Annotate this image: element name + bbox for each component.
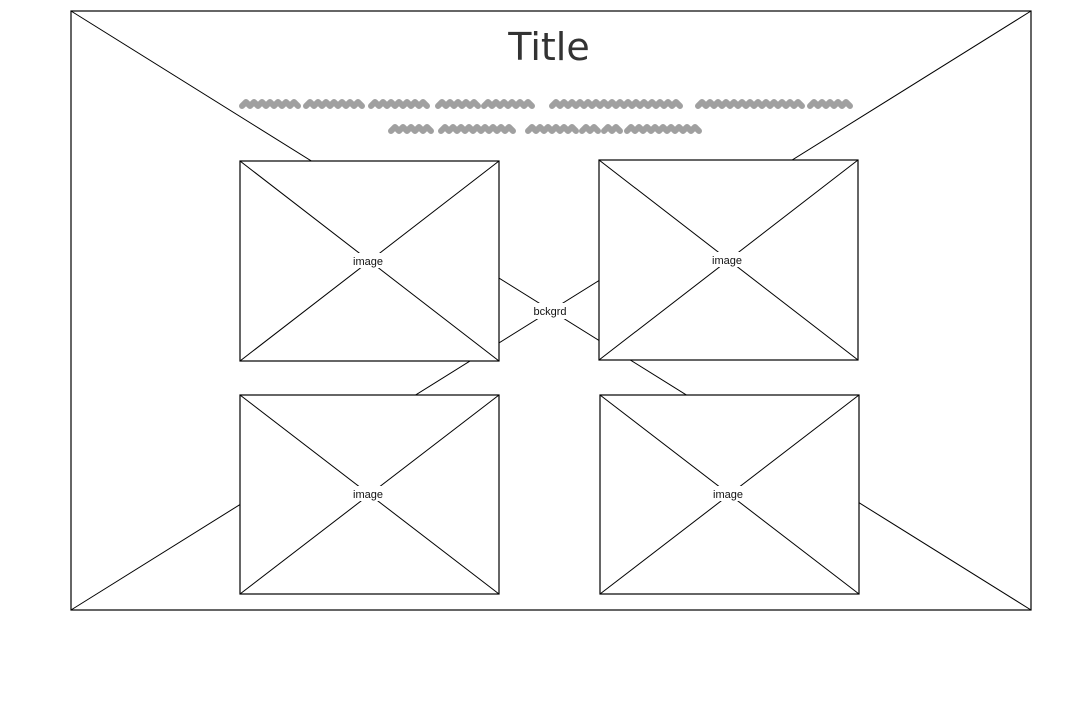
image-label: image [713,489,743,501]
background-frame [70,10,1032,611]
placeholder-paragraph [239,99,853,134]
image-placeholder-2: image [598,159,859,361]
image-label: image [712,255,742,267]
background-label: bckgrd [533,306,566,318]
image-placeholder-4: image [599,394,860,595]
image-label: image [353,256,383,268]
placeholder-line-2 [388,124,702,134]
image-frame [598,159,859,361]
image-placeholder-1: image [239,160,500,362]
image-frame [599,394,860,595]
background-label-group: bckgrd [527,303,573,319]
placeholder-line-1 [239,99,853,109]
image-label: image [353,489,383,501]
page-title: Title [507,25,589,69]
image-frame [239,160,500,362]
image-placeholder-3: image [239,394,500,595]
image-frame [239,394,500,595]
